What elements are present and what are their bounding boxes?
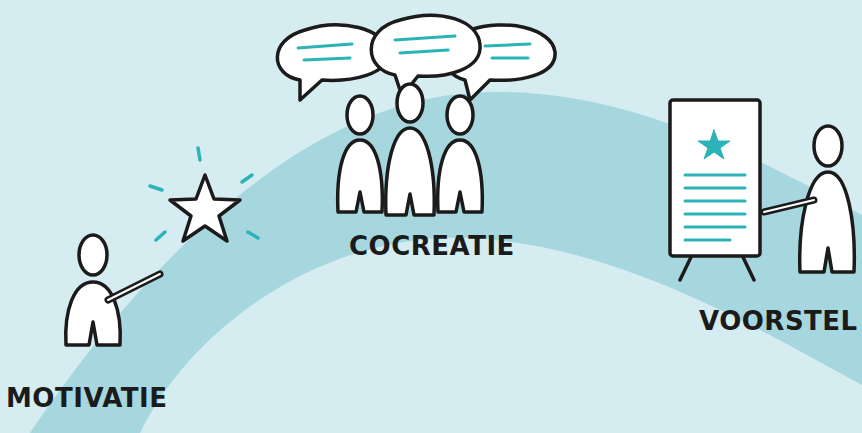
star-rays (150, 148, 258, 240)
board-content (685, 130, 745, 240)
cocreation-people (338, 84, 483, 215)
bubble-lines (298, 36, 530, 60)
stage-label: COCREATIE (349, 232, 515, 261)
stage-label: VOORSTEL (699, 307, 858, 336)
stage-label: MOTIVATIE (6, 384, 168, 413)
presentation-figure (670, 100, 854, 280)
motivation-figure (66, 175, 240, 345)
path-band (30, 92, 862, 433)
